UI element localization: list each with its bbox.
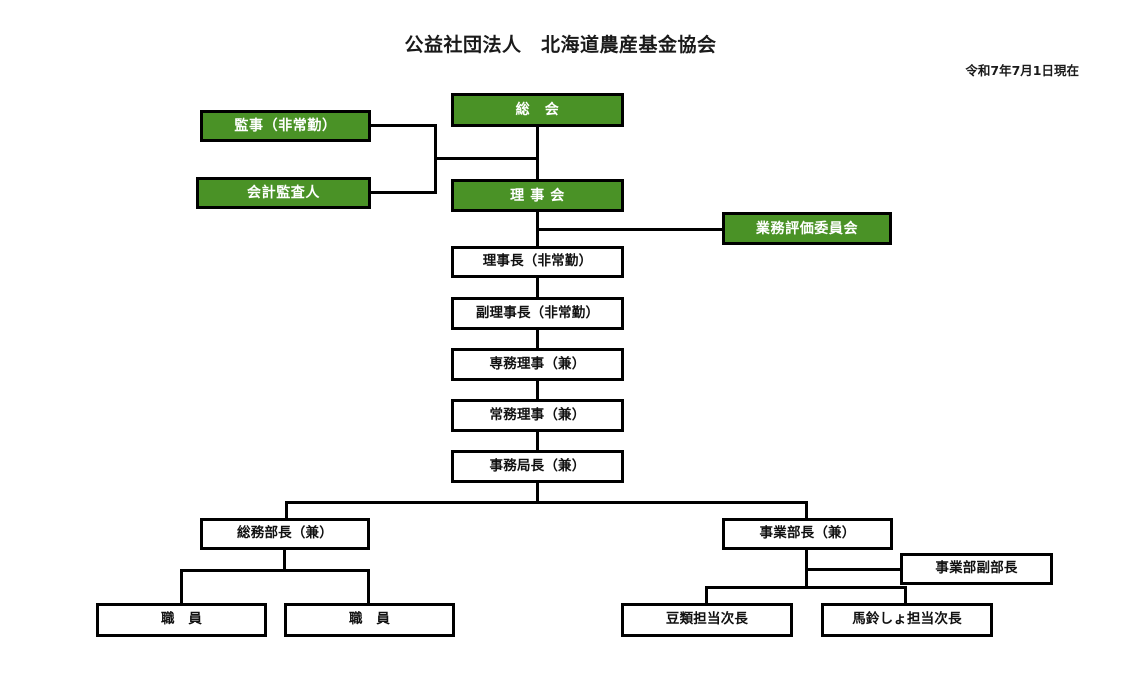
connector-fukurijicho-to-senmu (536, 330, 539, 350)
node-shokuin-1[interactable]: 職 員 (96, 603, 267, 637)
connector-joumu-to-jimukyokucho (536, 432, 539, 452)
node-jigyou-bucho[interactable]: 事業部長（兼） (722, 518, 893, 550)
connector-bus-to-mamerui (705, 586, 708, 605)
node-label: 理事長（非常勤） (482, 253, 593, 270)
connector-bus-to-soumubucho (285, 501, 288, 520)
node-jimukyokucho[interactable]: 事務局長（兼） (451, 450, 624, 483)
node-senmu-riji[interactable]: 専務理事（兼） (451, 348, 624, 381)
node-label: 総務部長（兼） (237, 525, 333, 542)
node-label: 常務理事（兼） (489, 406, 586, 423)
node-kanji[interactable]: 監事（非常勤） (200, 110, 371, 142)
node-jigyoubu-fuku-bucho[interactable]: 事業部副部長 (900, 553, 1053, 585)
node-joumu-riji[interactable]: 常務理事（兼） (451, 399, 624, 432)
node-rijicho[interactable]: 理事長（非常勤） (451, 246, 624, 278)
connector-bus-to-bareisho (904, 586, 907, 605)
connector-bus-to-jigyoubucho (805, 501, 808, 520)
node-label: 職 員 (160, 611, 203, 628)
connector-kanji-horizontal (371, 124, 437, 127)
connector-rijikai-to-gyoumuhyouka-horizontal (536, 228, 724, 231)
node-label: 会計監査人 (247, 185, 320, 201)
node-label: 監事（非常勤） (234, 118, 337, 134)
node-label: 豆類担当次長 (665, 611, 749, 628)
connector-jimukyokucho-down (536, 483, 539, 504)
node-label: 職 員 (348, 611, 391, 628)
connector-shokuin-bus (180, 569, 370, 572)
node-soumu-bucho[interactable]: 総務部長（兼） (200, 518, 370, 550)
node-label: 事務局長（兼） (489, 457, 586, 474)
node-bareisho-tantou-jicho[interactable]: 馬鈴しょ担当次長 (821, 603, 993, 637)
connector-jicho-bus (705, 586, 907, 589)
as-of-date-note: 令和7年7月1日現在 (965, 63, 1079, 78)
connector-rijikai-to-gyoumuhyouka-vertical (536, 212, 539, 231)
node-label: 理 事 会 (510, 187, 565, 204)
connector-kaikei-horizontal (371, 191, 437, 194)
connector-bus-to-shokuin1 (180, 569, 183, 605)
node-label: 専務理事（兼） (489, 355, 586, 372)
node-soukai[interactable]: 総 会 (451, 93, 624, 127)
node-label: 総 会 (515, 102, 560, 118)
node-kaikei-kansanin[interactable]: 会計監査人 (196, 177, 371, 209)
node-fuku-rijicho[interactable]: 副理事長（非常勤） (451, 297, 624, 330)
connector-senmu-to-joumu (536, 381, 539, 401)
node-shokuin-2[interactable]: 職 員 (284, 603, 455, 637)
page-title: 公益社団法人 北海道農産基金協会 (404, 34, 717, 56)
node-label: 事業部副部長 (935, 560, 1018, 577)
connector-bus-to-shokuin2 (367, 569, 370, 605)
connector-rijikai-to-rijicho (536, 228, 539, 248)
connector-soumubucho-down (283, 550, 286, 571)
connector-jigyoubucho-to-fukububucho (805, 568, 902, 571)
connector-department-bus (285, 501, 807, 504)
node-label: 事業部長（兼） (759, 525, 856, 542)
connector-soukai-to-rijikai (536, 127, 539, 179)
node-rijikai[interactable]: 理 事 会 (451, 179, 624, 212)
connector-left-bracket-to-spine (434, 157, 538, 160)
node-gyoumu-hyouka-iinkai[interactable]: 業務評価委員会 (722, 212, 892, 245)
node-mamerui-tantou-jicho[interactable]: 豆類担当次長 (621, 603, 793, 637)
connector-rijicho-to-fukurijicho (536, 278, 539, 299)
node-label: 馬鈴しょ担当次長 (852, 611, 962, 628)
node-label: 業務評価委員会 (755, 220, 859, 237)
node-label: 副理事長（非常勤） (475, 304, 600, 321)
